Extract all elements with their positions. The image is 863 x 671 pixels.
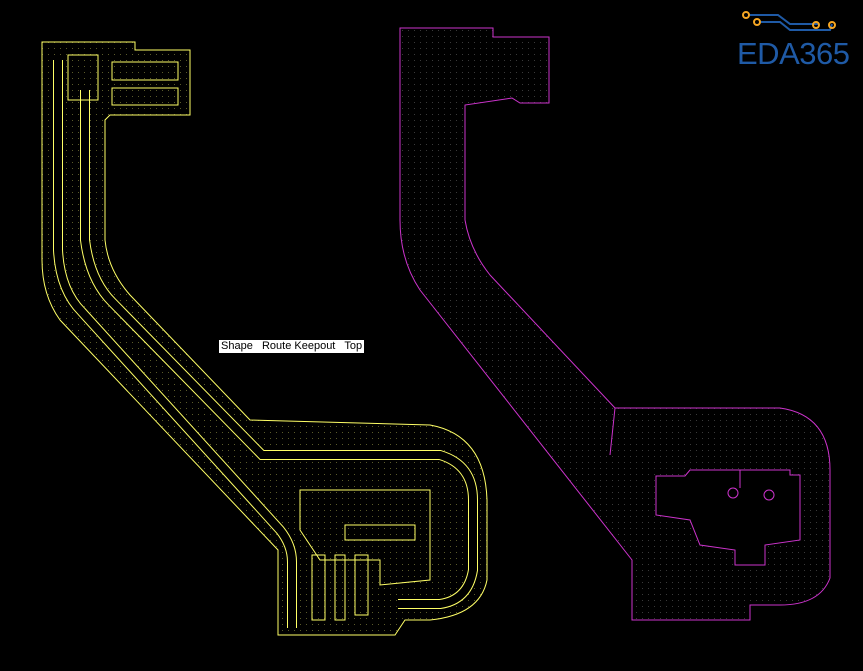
object-tooltip: Shape Route Keepout Top — [218, 339, 366, 354]
logo-text: EDA365 — [737, 36, 850, 71]
route-keepout-shape-left[interactable] — [41, 41, 488, 636]
eda365-logo-graphic — [742, 11, 836, 31]
route-keepout-shape-right[interactable] — [399, 27, 831, 621]
